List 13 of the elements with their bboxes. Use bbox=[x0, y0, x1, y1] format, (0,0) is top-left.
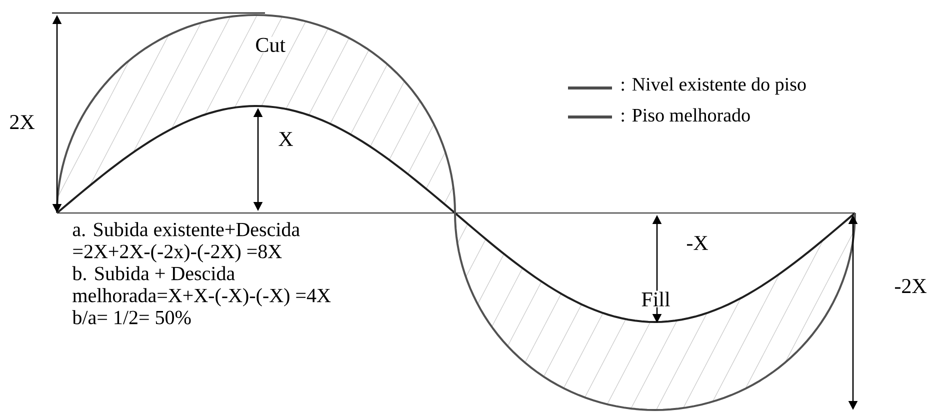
dimension-label: -X bbox=[685, 235, 710, 251]
dimension-label: X bbox=[277, 131, 294, 147]
dimension-label: -2X bbox=[893, 278, 928, 294]
dimension-label: Fill bbox=[640, 290, 672, 308]
dimension-label: Cut bbox=[254, 36, 287, 54]
legend-label: : Piso melhorado bbox=[622, 108, 750, 122]
calculation-note: =2X+2X-(-2x)-(-2X) =8X bbox=[73, 244, 282, 262]
calculation-note: a. Subida existente+Descida bbox=[72, 222, 300, 236]
calculation-note: b. Subida + Descida bbox=[72, 266, 235, 280]
calculation-note: b/a= 1/2= 50% bbox=[72, 310, 191, 324]
calculation-note: melhorada=X+X-(-X)-(-X) =4X bbox=[72, 288, 331, 306]
dimension-label: 2X bbox=[8, 114, 36, 130]
legend-label: : Nivel existente do piso bbox=[622, 77, 806, 95]
